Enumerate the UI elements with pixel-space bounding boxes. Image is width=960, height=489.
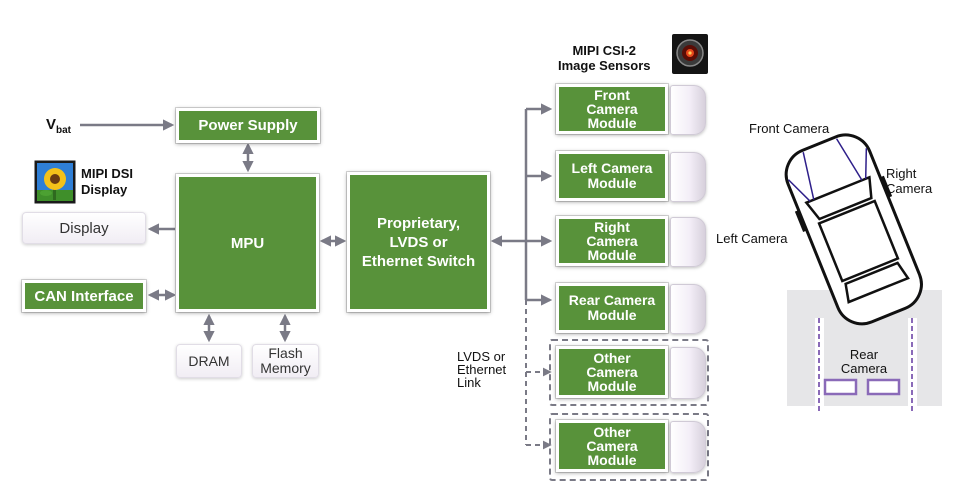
camera-module-label: Module <box>587 452 637 468</box>
front-camera-lens <box>670 85 706 135</box>
left-camera-label: Left Camera <box>716 231 788 246</box>
mpu-box: MPU <box>176 174 319 312</box>
car-illustration <box>784 133 942 414</box>
camera-module-label: Other <box>593 350 631 366</box>
right-camera-label: Right Camera <box>886 166 932 196</box>
camera-module-label: Camera <box>586 233 638 249</box>
camera-module-label: Module <box>587 247 637 263</box>
front-camera-module: Front Camera Module <box>556 84 668 134</box>
left-camera-module: Left Camera Module <box>556 151 668 201</box>
rear-camera-lens <box>670 284 706 334</box>
right-camera-lens <box>670 217 706 267</box>
csi-label-line-2: Image Sensors <box>558 58 651 73</box>
right-camera-text-2: Camera <box>886 181 933 196</box>
left-camera-lens <box>670 152 706 202</box>
switch-label-line-1: Proprietary, <box>376 214 461 232</box>
dsi-label-line-2: Display <box>81 182 128 197</box>
camera-module-label: Module <box>587 307 637 323</box>
mpu-label: MPU <box>230 234 265 252</box>
camera-module-label: Left Camera <box>571 160 653 176</box>
rear-camera-text-2: Camera <box>840 361 888 376</box>
power-supply-box: Power Supply <box>176 108 320 143</box>
front-camera-text: Front Camera <box>749 121 830 136</box>
dsi-label: MIPI DSI Display <box>81 166 133 198</box>
can-interface-label: CAN Interface <box>34 287 134 305</box>
camera-module-label: Module <box>587 378 637 394</box>
camera-module-label: Camera <box>586 364 638 380</box>
other-camera-module-1: Other Camera Module <box>556 346 668 398</box>
camera-module-label: Rear Camera <box>568 292 656 308</box>
rear-camera-module: Rear Camera Module <box>556 283 668 333</box>
display-box: Display <box>22 212 146 244</box>
vbat-main: V <box>46 116 57 133</box>
dram-label: DRAM <box>188 353 230 369</box>
left-camera-text: Left Camera <box>716 231 788 246</box>
image-sensor-icon <box>672 34 708 74</box>
optional-camera-frame-2 <box>549 413 709 481</box>
csi-label: MIPI CSI-2 Image Sensors <box>558 43 651 73</box>
csi-label-line-1: MIPI CSI-2 <box>572 43 637 58</box>
dram-box: DRAM <box>176 344 242 378</box>
camera-module-label: Camera <box>586 101 638 117</box>
display-label: Display <box>59 219 109 237</box>
parking-line-right <box>908 318 917 410</box>
link-label-line-2: Ethernet <box>457 362 507 377</box>
camera-module-label: Module <box>587 175 637 191</box>
vbat-label: Vbat <box>46 116 71 136</box>
link-label: LVDS or Ethernet Link <box>457 350 506 389</box>
other-camera-lens-1 <box>670 347 706 399</box>
car-body <box>784 133 923 326</box>
camera-module-label: Front <box>594 87 630 103</box>
link-label-line-1: LVDS or <box>457 349 506 364</box>
right-camera-text-1: Right <box>886 166 917 181</box>
rear-camera-text-1: Rear <box>849 347 879 362</box>
optional-camera-frame-1 <box>549 339 709 406</box>
parking-line-left <box>815 318 824 410</box>
rear-camera-label: Rear Camera <box>836 348 892 376</box>
dsi-label-line-1: MIPI DSI <box>81 166 134 181</box>
rear-camera-marker-1 <box>823 378 858 396</box>
power-supply-label: Power Supply <box>198 117 298 134</box>
other-camera-lens-2 <box>670 421 706 473</box>
camera-module-label: Other <box>593 424 631 440</box>
link-label-line-3: Link <box>457 375 481 390</box>
flash-label-line-1: Flash <box>268 345 303 361</box>
switch-label-line-2: LVDS or <box>389 233 448 251</box>
camera-module-label: Right <box>594 219 630 235</box>
rear-camera-marker-2 <box>866 378 901 396</box>
can-interface-box: CAN Interface <box>22 280 146 312</box>
right-camera-module: Right Camera Module <box>556 216 668 266</box>
flash-label-line-2: Memory <box>260 360 311 376</box>
front-camera-label: Front Camera <box>749 121 829 136</box>
sunflower-display-icon <box>34 160 76 204</box>
camera-module-label: Module <box>587 115 637 131</box>
switch-box: Proprietary, LVDS or Ethernet Switch <box>347 172 490 312</box>
camera-module-label: Camera <box>586 438 638 454</box>
parking-curb <box>787 406 942 414</box>
other-camera-module-2: Other Camera Module <box>556 420 668 472</box>
vbat-sub: bat <box>56 125 72 136</box>
switch-label-line-3: Ethernet Switch <box>361 252 476 270</box>
flash-memory-box: Flash Memory <box>252 344 319 378</box>
